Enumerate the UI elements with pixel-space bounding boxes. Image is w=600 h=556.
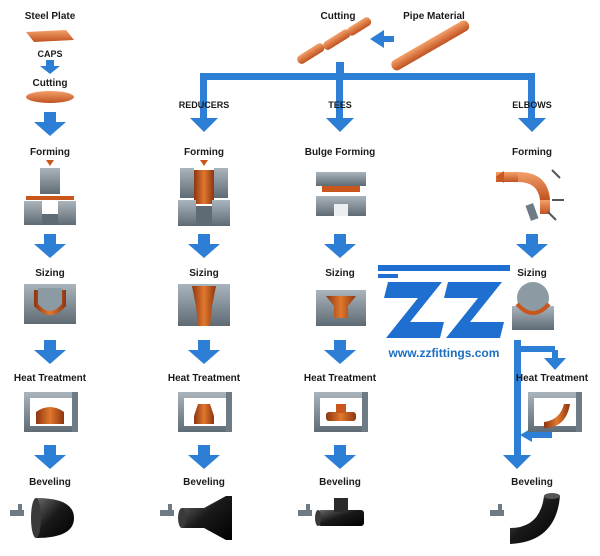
caps-furnace-icon — [24, 392, 78, 432]
elbows-beveling-label: Beveling — [511, 477, 553, 488]
tees-bulge-die-icon — [316, 172, 366, 216]
pipe-material-label: Pipe Material — [403, 11, 465, 22]
tees-header: TEES — [328, 100, 352, 110]
reducers-header: REDUCERS — [179, 100, 230, 110]
reducers-furnace-icon — [178, 392, 232, 432]
caps-heat-label: Heat Treatment — [14, 373, 87, 384]
finished-tee-icon — [315, 498, 364, 526]
reducers-forming-label: Forming — [184, 147, 224, 158]
elbows-sizing-label: Sizing — [517, 268, 546, 279]
cut-pipe-pieces-icon — [297, 17, 372, 64]
tees-heat-label: Heat Treatment — [304, 373, 377, 384]
elbows-sizing-die-icon — [512, 282, 554, 330]
cut-disc-icon — [26, 91, 74, 103]
beveling-tool-icon — [10, 504, 504, 516]
watermark-url: www.zzfittings.com — [388, 346, 500, 360]
reducers-forming-die-icon — [178, 160, 230, 226]
steel-plate-label: Steel Plate — [25, 11, 76, 22]
elbows-header: ELBOWS — [512, 100, 552, 110]
top-cutting-label: Cutting — [321, 11, 356, 22]
caps-beveling-label: Beveling — [29, 477, 71, 488]
tees-sizing-die-icon — [316, 290, 366, 326]
arrow-down-icon — [40, 60, 60, 74]
elbows-furnace-icon — [528, 392, 582, 432]
reducers-sizing-label: Sizing — [189, 268, 218, 279]
caps-sizing-label: Sizing — [35, 268, 64, 279]
caps-forming-label: Forming — [30, 147, 70, 158]
stage-arrows — [34, 112, 566, 469]
elbows-forming-icon — [496, 169, 564, 221]
zz-logo-icon — [378, 265, 510, 338]
finished-cap-icon — [31, 498, 74, 538]
caps-sizing-die-icon — [24, 284, 76, 324]
tees-forming-label: Bulge Forming — [305, 147, 376, 158]
finished-reducer-icon — [178, 496, 232, 540]
elbows-forming-label: Forming — [512, 147, 552, 158]
reducers-heat-label: Heat Treatment — [168, 373, 241, 384]
elbows-heat-label: Heat Treatment — [516, 373, 589, 384]
reducers-sizing-die-icon — [178, 284, 230, 326]
pipe-material-icon — [391, 20, 470, 71]
reducers-beveling-label: Beveling — [183, 477, 225, 488]
steel-plate-icon — [26, 30, 74, 42]
caps-forming-die-icon — [24, 160, 76, 225]
tees-beveling-label: Beveling — [319, 477, 361, 488]
tees-furnace-icon — [314, 392, 368, 432]
caps-cutting-label: Cutting — [33, 78, 68, 89]
distribution-lines — [190, 62, 546, 132]
caps-header: CAPS — [37, 49, 62, 59]
arrow-left-icon — [370, 30, 394, 48]
tees-sizing-label: Sizing — [325, 268, 354, 279]
finished-elbow-icon — [510, 493, 560, 544]
